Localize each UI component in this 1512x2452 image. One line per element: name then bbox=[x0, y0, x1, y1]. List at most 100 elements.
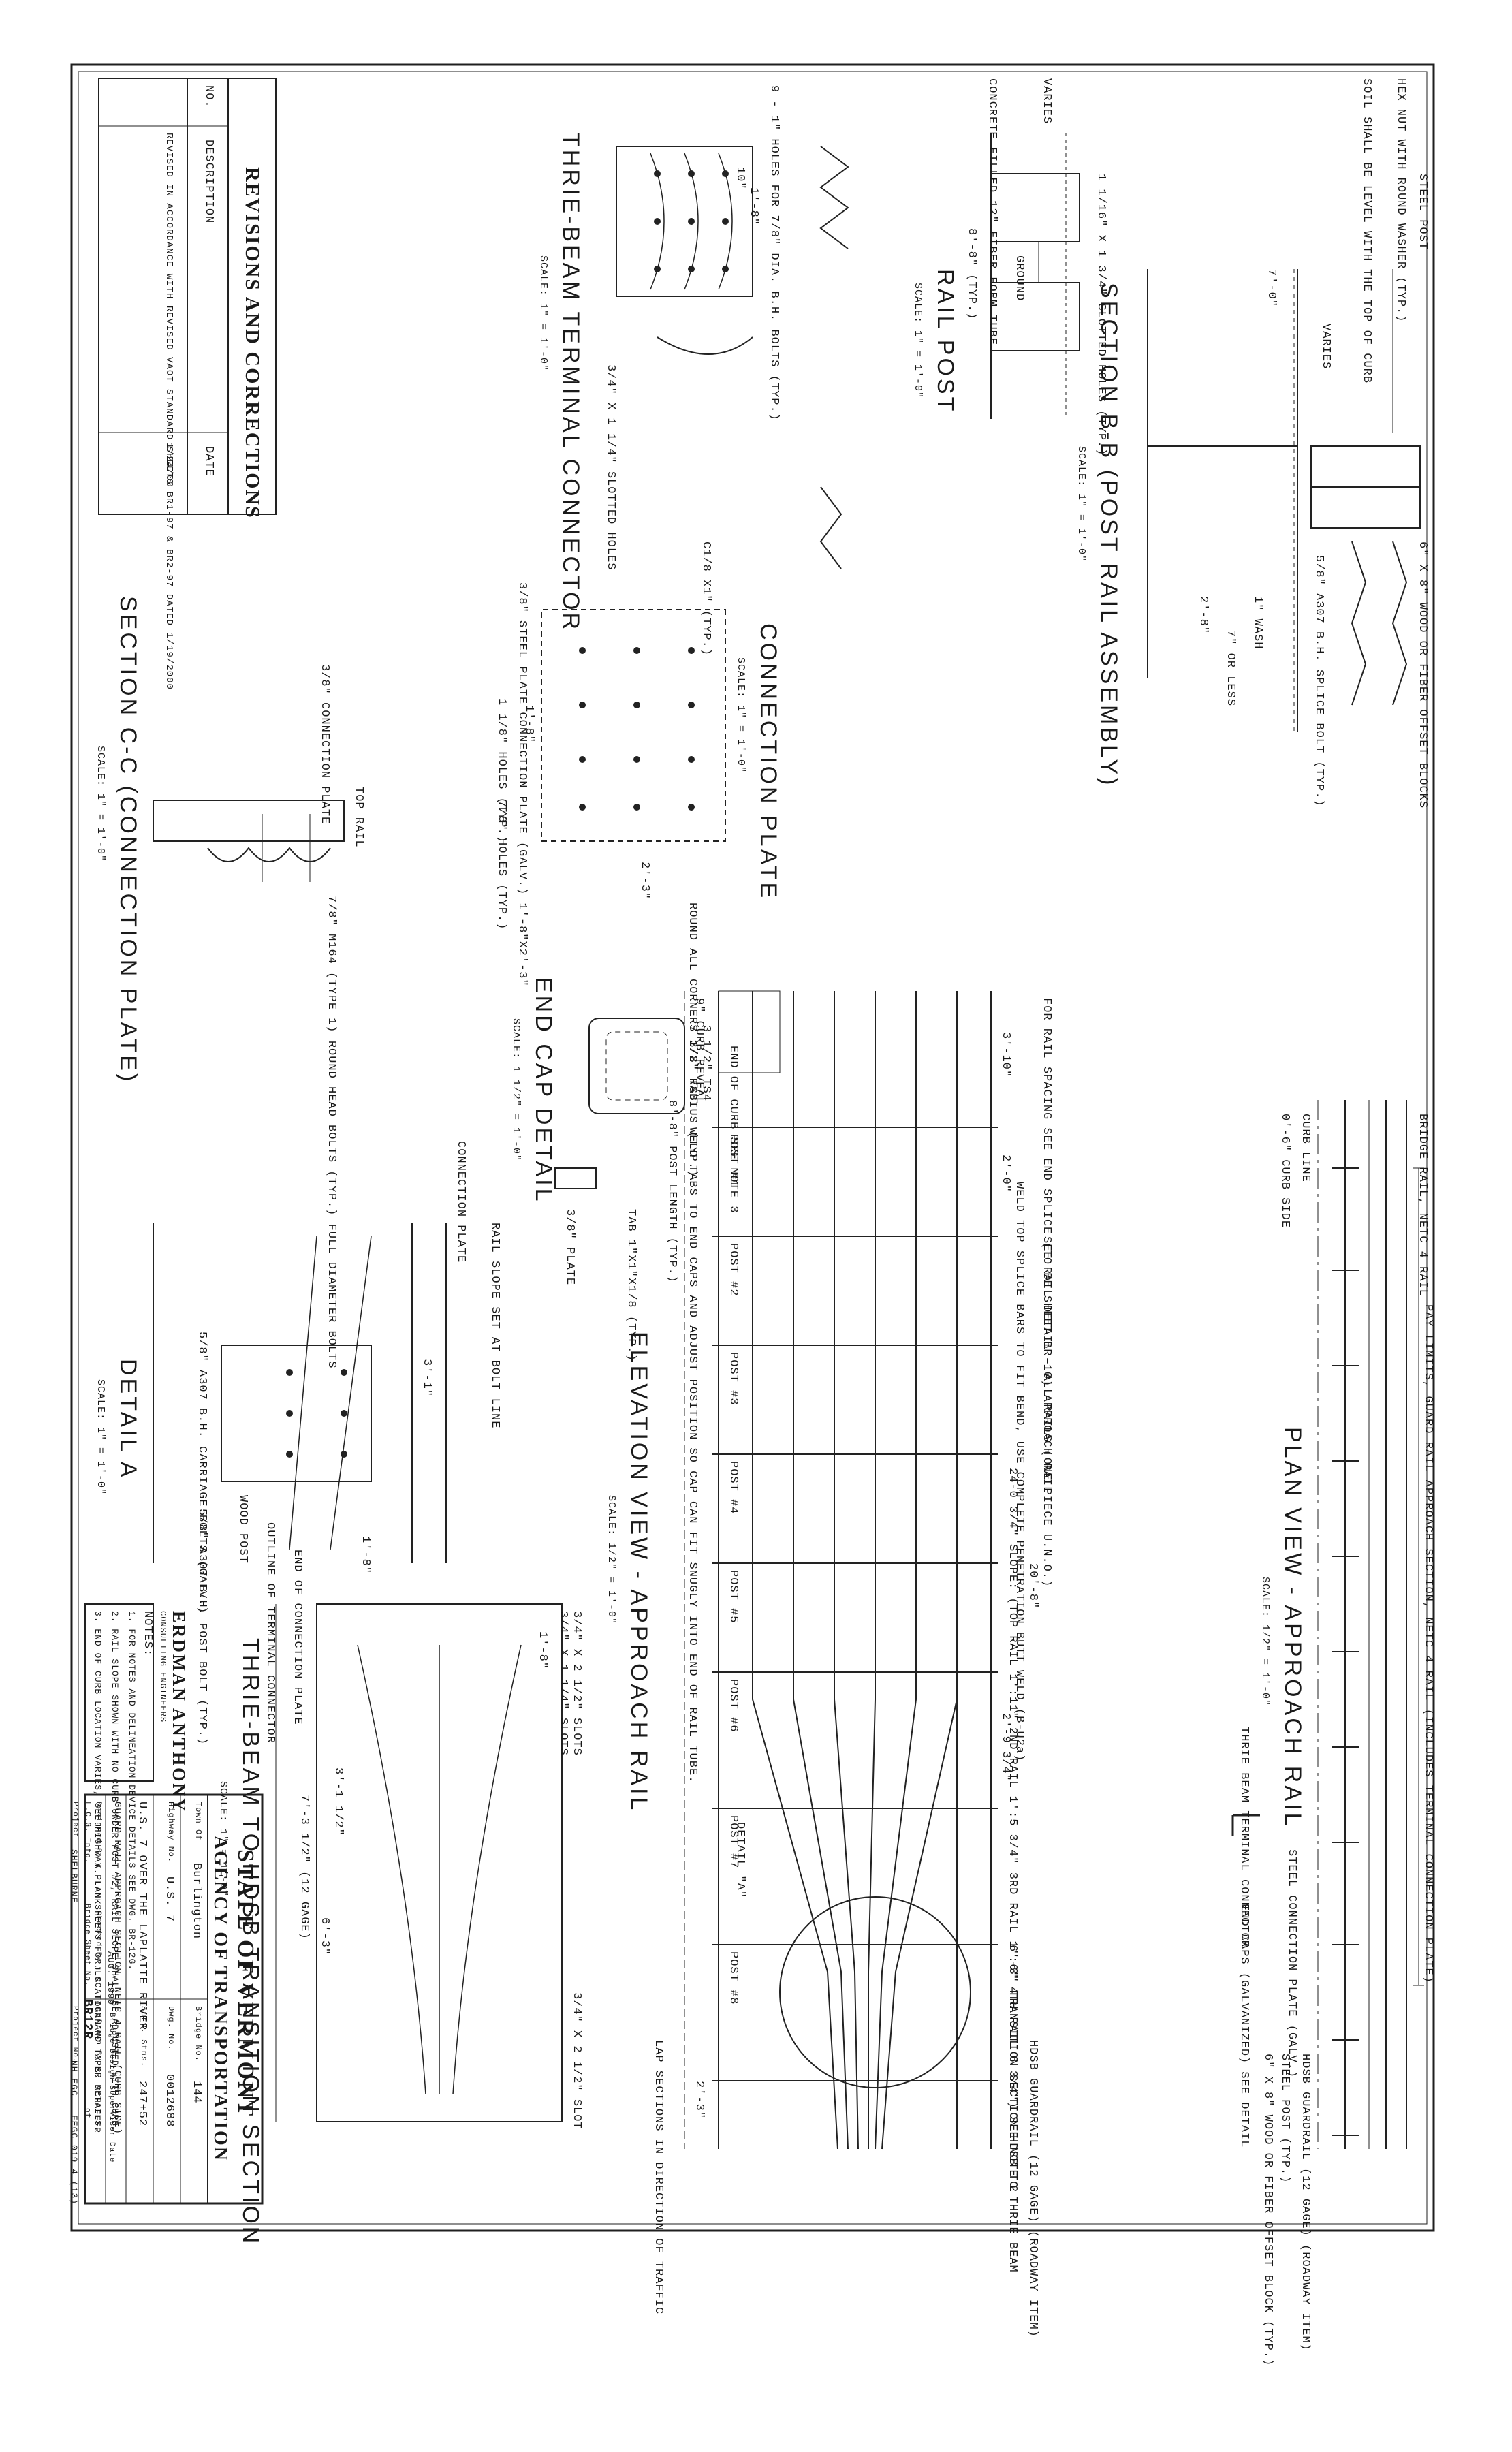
ts-gage: 7'-3 1/2" (12 GAGE) bbox=[298, 1795, 311, 1940]
rp-dim-8-8: 8'-8" (TYP.) bbox=[965, 228, 978, 320]
cp-c1x: C1/8 X1" (TYP.) bbox=[699, 541, 712, 657]
drawing-rotated-layer: PLAN VIEW - APPROACH RAIL SCALE: 1/2" = … bbox=[69, 65, 1434, 2366]
bb-dim-7-less: 7" OR LESS bbox=[1224, 630, 1237, 707]
cp-dim-1-8: 1'-8" bbox=[522, 705, 535, 744]
section-cc-linework bbox=[153, 800, 345, 882]
title-designed: A. LANK bbox=[92, 1863, 102, 1905]
bb-splice-bolt: 5/8" A307 B.H. SPLICE BOLT (TYP.) bbox=[1312, 555, 1325, 807]
title-lcg-label: L.C.G. Info. bbox=[83, 1802, 91, 1864]
connection-plate-scale: SCALE: 1" = 1'-0" bbox=[735, 657, 746, 774]
rp-ground: GROUND bbox=[1013, 255, 1026, 302]
title-fegc: FEGC 019-4 (13) bbox=[69, 2115, 79, 2205]
elevation-view-scale: SCALE: 1/2" = 1'-0" bbox=[605, 1495, 617, 1625]
detail-a-scale: SCALE: 1" = 1'-0" bbox=[95, 1379, 106, 1496]
consultant-sub: CONSULTING ENGINEERS bbox=[158, 1611, 168, 1723]
title-highway-label: Highway No. bbox=[166, 1802, 176, 1864]
bb-steel-post: STEEL POST bbox=[1416, 174, 1429, 251]
terminal-connector-linework bbox=[616, 146, 849, 569]
revisions-row-date: 1/24/00 bbox=[163, 443, 174, 488]
title-proj-no: NH EGC bbox=[69, 2060, 79, 2096]
title-sheet-label: Bridge Sheet No. bbox=[83, 1904, 91, 1987]
elev-post-label: POST #4 bbox=[727, 1461, 740, 1515]
title-proj-no-label: Project No. bbox=[71, 2006, 79, 2063]
ec-weld: WELD TABS TO END CAPS AND ADJUST POSITIO… bbox=[686, 1127, 699, 1784]
end-cap-scale: SCALE: 1 1/2" = 1'-0" bbox=[510, 1018, 522, 1162]
rail-post-scale: SCALE: 1" = 1'-0" bbox=[912, 283, 924, 399]
revisions-title: REVISIONS AND CORRECTIONS bbox=[241, 167, 264, 519]
bb-dim-7-0: 7'-0" bbox=[1265, 269, 1278, 308]
rail-post-title: RAIL POST bbox=[932, 269, 958, 414]
cc-conn-plate: 3/8" CONNECTION PLATE bbox=[318, 664, 331, 825]
ts-slot-3: 3/4" X 2 1/2" SLOT bbox=[570, 1992, 583, 2130]
bb-dim-2-8: 2'-8" bbox=[1197, 596, 1210, 635]
cp-dim-2-3: 2'-3" bbox=[638, 862, 651, 900]
revisions-col-date: DATE bbox=[202, 446, 215, 477]
notes-heading: NOTES: bbox=[141, 1611, 154, 1657]
title-dwg-label: Dwg. No. bbox=[166, 2006, 176, 2051]
ts-dim-1-8: 1'-8" bbox=[536, 1631, 549, 1670]
end-cap-title: END CAP DETAIL bbox=[531, 977, 556, 1204]
section-cc-title: SECTION C-C (CONNECTION PLATE) bbox=[115, 596, 141, 1084]
revisions-col-no: NO. bbox=[202, 85, 215, 108]
linework bbox=[84, 78, 1424, 2205]
rp-concrete: CONCRETE FILLED 12" FIBER FORM TUBE bbox=[986, 78, 998, 346]
da-wood-post: WOOD POST bbox=[236, 1495, 249, 1564]
title-agency-1: STATE OF VERMONT bbox=[233, 1849, 258, 2118]
ts-slots-2: 3/4" X 1 1/4" SLOTS bbox=[556, 1611, 569, 1756]
title-highway: U.S. 7 bbox=[163, 1876, 176, 1923]
cp-steel-plate: 3/8" STEEL PLATE CONNECTION PLATE (GALV.… bbox=[516, 582, 529, 987]
section-bb-linework bbox=[1147, 269, 1421, 732]
elev-post-label: POST #5 bbox=[727, 1570, 740, 1624]
title-bridge-no-label: Bridge No. bbox=[193, 2006, 203, 2062]
title-surv: 247+52 bbox=[136, 2081, 148, 2127]
plan-offset-block-note: 6" X 8" WOOD OR FIBER OFFSET BLOCK (TYP.… bbox=[1261, 2054, 1274, 2367]
transition-section-linework bbox=[275, 1603, 563, 2122]
rp-holes: 1 1/16" X 1 3/4" SLOTTED HOLES (TYP.) bbox=[1094, 174, 1107, 456]
plan-bridge-rail-note: BRIDGE RAIL, NETC 4 RAIL bbox=[1416, 1114, 1429, 1297]
da-end-conn: END OF CONNECTION PLATE bbox=[291, 1550, 304, 1725]
section-cc-scale: SCALE: 1" = 1'-0" bbox=[95, 746, 106, 862]
title-supervisor-label: Bridge Design Supervisor bbox=[108, 2013, 116, 2137]
elev-transition-note: 6'-3" TRANSITION SECTION HDSB TO THRIE B… bbox=[1006, 1945, 1019, 2273]
bb-hex-nut: HEX NUT WITH ROUND WASHER (TYP.) bbox=[1394, 78, 1407, 323]
da-outline: OUTLINE OF TERMINAL CONNECTOR bbox=[264, 1522, 277, 1744]
bb-varies: VARIES bbox=[1319, 324, 1332, 370]
tc-dim-10: 10" bbox=[734, 167, 746, 190]
cc-top-rail: TOP RAIL bbox=[352, 787, 365, 848]
elev-lap-sections: LAP SECTIONS IN DIRECTION OF TRAFFIC bbox=[652, 2040, 665, 2315]
elevation-view-title: ELEVATION VIEW - APPROACH RAIL bbox=[626, 1332, 652, 1813]
title-sheet-no: BR12R bbox=[80, 1999, 94, 2040]
title-block-linework bbox=[84, 1603, 264, 2205]
ts-dim-3-1: 3'-1 1/2" bbox=[332, 1767, 345, 1836]
end-cap-linework bbox=[554, 1018, 685, 1189]
elev-post-label: POST #7 bbox=[727, 1815, 740, 1869]
cp-holes-2: 7/8" HOLES (TYP.) bbox=[495, 800, 508, 930]
title-bridge-no: 144 bbox=[190, 2081, 203, 2104]
title-project-label: Project bbox=[71, 1802, 79, 1838]
tc-slotted: 3/4" X 1 1/4" SLOTTED HOLES bbox=[604, 364, 617, 571]
plan-view-title: PLAN VIEW - APPROACH RAIL bbox=[1280, 1427, 1306, 1829]
elevation-view-linework bbox=[684, 990, 998, 2150]
plan-view-linework bbox=[1231, 1100, 1424, 2149]
title-checked-label: Checked By bbox=[94, 1911, 102, 1963]
rail-post-linework bbox=[990, 133, 1080, 419]
title-town-label: Town Of bbox=[193, 1802, 203, 1841]
tc-holes: 9 - 1" HOLES FOR 7/8" DIA. B.H. BOLTS (T… bbox=[768, 85, 781, 421]
plan-hdsb-note: HDSB GUARDRAIL (12 GAGE) (ROADWAY ITEM) bbox=[1299, 2054, 1312, 2351]
title-project: U.S. 7 OVER THE LAPLATTE RIVER bbox=[136, 1802, 148, 2031]
terminal-connector-scale: SCALE: 1" = 1'-0" bbox=[537, 255, 549, 372]
title-town: Burlington bbox=[190, 1863, 203, 1940]
plan-view-scale: SCALE: 1/2" = 1'-0" bbox=[1259, 1577, 1271, 1707]
revisions-linework bbox=[98, 78, 277, 515]
ec-plate: 3/8" PLATE bbox=[563, 1209, 576, 1286]
connection-plate-title: CONNECTION PLATE bbox=[755, 623, 781, 901]
bb-wash: 1" WASH bbox=[1251, 596, 1264, 650]
title-project-name: SHELBURNE bbox=[69, 1849, 79, 1904]
da-rail-slope: RAIL SLOPE SET AT BOLT LINE bbox=[488, 1223, 501, 1429]
plan-dim-20-8: 20'-8" bbox=[1026, 1563, 1039, 1609]
elev-hdsb-roadway: HDSB GUARDRAIL (12 GAGE) (ROADWAY ITEM) bbox=[1026, 2040, 1039, 2338]
rp-varies: VARIES bbox=[1040, 78, 1053, 125]
plan-pay-limits-note: PAY LIMITS, GUARD RAIL APPROACH SECTION,… bbox=[1421, 1304, 1434, 1983]
title-drawn: S. SCHAFFER bbox=[92, 2067, 102, 2133]
